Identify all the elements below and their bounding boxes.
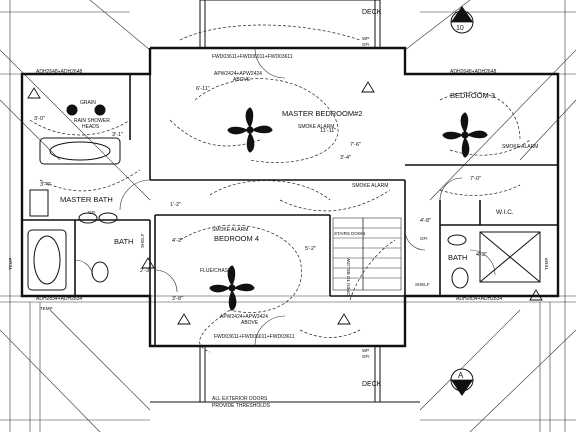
annotations: GRAIN RAIN SHOWER HEADS SMOKE ALARM SMOK… [8,36,549,409]
above-label: ABOVE [233,77,251,83]
dimension-text: 3'-8" [172,296,183,302]
dimension-text: 3'-4" [340,155,351,161]
open-to-below-label: OPEN TO BELOW [346,258,351,296]
fixtures [27,104,541,291]
sink-icon [98,212,118,224]
tag-letter: A [458,371,464,380]
smoke-alarm-label: SMOKE ALARM [352,183,388,189]
dimension-text: 4'-2" [172,238,183,244]
shower-head-icon [94,104,106,116]
dimension-text: 5'-2" [305,246,316,252]
grain-label: GRAIN [80,100,96,106]
shelf-label: SHELF [415,282,430,287]
temp-label: TEMP [544,257,549,270]
section-tag-bottom [450,368,474,396]
tag-letter: A [458,11,464,20]
dimension-text: 11'-11" [320,128,336,134]
dimension-text: 7'-0" [470,176,481,182]
stairs [332,217,402,291]
door-spec-top: FWD03611+FWD06011+FWD03611 [212,54,293,60]
window-spec-tl: ADH2648+ADH2648 [36,69,82,75]
deck-labels: DECK DECK [362,9,382,388]
smoke-alarm-label: SMOKE ALARM [298,124,334,130]
shelf-label: SHELF [140,233,145,248]
toilet-icon [29,189,49,217]
bathtub-icon [27,229,67,291]
dimension-text: 1'-2" [170,202,181,208]
window-spec-top: APW2424+APW2424 [214,71,262,77]
ceiling-fan-icon [442,112,488,158]
dimension-text: 4'-8" [420,218,431,224]
dimension-text: 3'-4" [40,182,51,188]
deck-top-label: DECK [362,9,382,16]
note-line-2: PROVIDE THRESHOLDS [212,403,271,409]
ceiling-fan-icon [209,265,255,311]
room-bedroom-3: BEDROOM 3 [450,91,495,100]
tub-basin-icon [49,141,111,161]
temp-label: TEMP [8,257,13,270]
dimension-text: 2'-3" [140,268,151,274]
wp-label: WP [362,36,369,41]
section-tag-text: A 10 A 10 [456,11,464,392]
window-spec-br: ADH2834+ADH2834 [456,296,502,302]
room-bedroom-4: BEDROOM 4 [214,234,259,243]
rain-shower-label: RAIN SHOWER [74,118,110,124]
room-bath-right: BATH [448,253,467,262]
interior-walls [22,74,558,346]
sink-icon [447,234,467,246]
section-markers [450,6,474,396]
temp-label: TEMP [40,306,53,311]
door-swings [74,47,496,347]
window-spec-bottom: APW2424+APW2424 [220,314,268,320]
room-master-bedroom: MASTER BEDROOM#2 [282,109,362,118]
electrical-wiring [29,24,531,353]
toilet-icon [451,267,469,289]
dimension-text: 4'-2" [476,252,487,258]
shower-stall-icon [479,231,541,283]
wp-label: WP [362,348,369,353]
ceiling-fans [209,107,488,311]
ceiling-fan-icon [227,107,273,153]
gfi-label: GFI [362,354,370,359]
dimension-text: 6'-11" [196,86,210,92]
tag-number: 10 [456,385,464,392]
room-labels: MASTER BEDROOM#2 BEDROOM 3 BEDROOM 4 MAS… [60,91,514,262]
smoke-alarm-label: SMOKE ALARM [502,144,538,150]
dimension-text: 7'-6" [350,142,361,148]
room-wic: W.I.C. [496,209,514,216]
deck-bottom-label: DECK [362,381,382,388]
tag-number: 10 [456,25,464,32]
dimension-text: 3'-0" [34,116,45,122]
toilet-icon [91,261,109,283]
dimension-labels: 6'-11" 11'-11" 7'-6" 3'-4" 3'-0" 3'-1" 7… [34,86,487,302]
shower-head-icon [66,104,78,116]
room-master-bath: MASTER BATH [60,195,113,204]
exterior-walls [20,46,560,348]
window-tags [27,81,543,325]
dimension-text: 3'-1" [112,132,123,138]
stairs-down-label: STAIRS DOWN [334,231,365,236]
gfi-label: GFI [420,236,428,241]
above-label: ABOVE [241,320,259,326]
heads-label: HEADS [82,124,100,130]
door-spec-bottom: FWD03611+FWD06011+FWD03611 [214,334,295,340]
window-spec-tr: ADH2648+ADH2648 [450,69,496,75]
gfi-label: GFI [362,42,370,47]
smoke-alarm-label: SMOKE ALARM [212,227,248,233]
bathtub-icon [39,137,121,165]
section-tag-top [450,6,474,34]
window-spec-bl: ADH2834+ADH2834 [36,296,82,302]
note-line-1: ALL EXTERIOR DOORS [212,396,268,402]
sink-icon [78,212,98,224]
decks [150,0,420,403]
room-bath-left: BATH [114,237,133,246]
gfi-label: GFI [88,210,96,215]
flue-chase-label: FLUE/CHASE [200,268,232,274]
